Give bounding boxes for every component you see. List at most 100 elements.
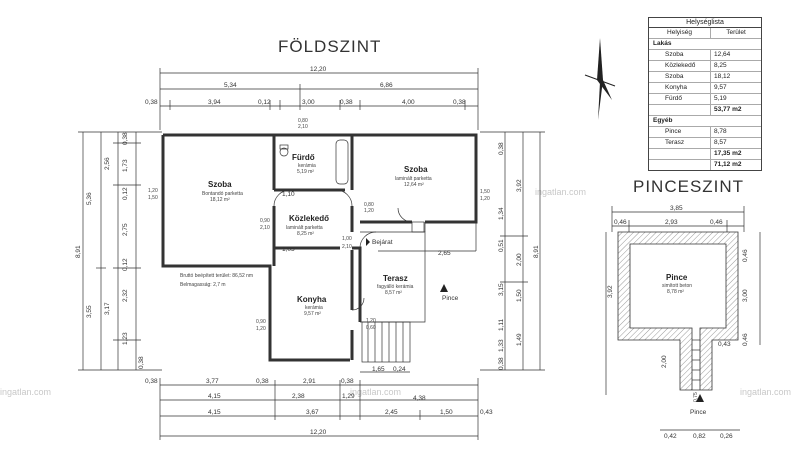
dim-bottom-r1-4: 0,38 bbox=[341, 378, 354, 385]
legend-row-name: Pince bbox=[649, 127, 711, 137]
dim-bottom-small-0: 1,65 bbox=[372, 366, 385, 373]
legend-row-area: 5,19 bbox=[714, 95, 727, 102]
dim-left-inner-0: 0,38 bbox=[122, 132, 129, 145]
legend-flat-total-row: 53,77 m2 bbox=[649, 105, 761, 116]
dim-right-inner-4: 1,11 bbox=[498, 318, 505, 331]
door-dim-3: 2,10 bbox=[260, 225, 270, 231]
entry-column bbox=[411, 221, 425, 233]
legend-other-total: 17,35 m2 bbox=[714, 150, 742, 157]
dim-left-total: 8,91 bbox=[75, 245, 82, 258]
basement-title: PINCESZINT bbox=[633, 177, 744, 196]
door-dim-10: 2,65 bbox=[438, 250, 451, 257]
svg-text:Bontandó parketta: Bontandó parketta bbox=[202, 191, 243, 197]
basement-dim-top2-0: 0,46 bbox=[614, 219, 627, 226]
svg-text:fagyálló kerámia: fagyálló kerámia bbox=[377, 284, 414, 290]
dim-bottom-r2-0: 4,15 bbox=[208, 393, 221, 400]
dim-top-r2-1: 3,94 bbox=[208, 99, 221, 106]
dim-left-inner-7: 0,38 bbox=[138, 356, 145, 369]
dim-left-inner-1: 1,73 bbox=[122, 159, 129, 172]
basement-dimension-lines bbox=[605, 206, 761, 431]
legend-blank bbox=[649, 160, 711, 170]
dim-top-r2-6: 0,38 bbox=[453, 99, 466, 106]
basement-dim-top: 3,85 bbox=[670, 205, 683, 212]
door-dim-6: 1,10 bbox=[282, 191, 295, 198]
watermark-right: ingatlan.com bbox=[535, 187, 586, 197]
room-szoba-right: Szoba laminált parketta 12,64 m² bbox=[395, 165, 432, 188]
basement-pince-label: Pince bbox=[690, 409, 707, 416]
svg-text:12,64 m²: 12,64 m² bbox=[404, 182, 424, 188]
legend-group-other: Egyéb bbox=[649, 116, 761, 127]
door-dim-12: 1,20 bbox=[364, 208, 374, 214]
door-dim-4: 1,20 bbox=[148, 188, 158, 194]
terrace-outline bbox=[360, 222, 477, 323]
basement-dim-left-1: 2,00 bbox=[661, 355, 668, 368]
svg-text:Konyha: Konyha bbox=[297, 295, 327, 304]
room-konyha: Konyha kerámia 9,57 m² bbox=[297, 295, 327, 317]
legend-row-name: Fürdő bbox=[649, 94, 711, 104]
legend-row-area: 12,64 bbox=[714, 51, 731, 58]
dimension-lines-top bbox=[159, 68, 479, 130]
svg-text:kerámia: kerámia bbox=[298, 163, 316, 169]
door-dim-18: 1,20 bbox=[256, 326, 266, 332]
legend-row-area: 8,78 bbox=[714, 128, 727, 135]
north-arrow-icon bbox=[584, 38, 616, 120]
dim-left-inner-6: 1,23 bbox=[122, 332, 129, 345]
dim-left-outer-0: 5,36 bbox=[86, 192, 93, 205]
door-dim-11: 0,80 bbox=[364, 202, 374, 208]
basement-stairs bbox=[692, 339, 700, 381]
dim-right-inner-0: 0,38 bbox=[498, 142, 505, 155]
door-dim-13: 1,50 bbox=[480, 189, 490, 195]
door-dim-0: 0,80 bbox=[298, 118, 308, 124]
dim-right-inner2-1: 1,50 bbox=[516, 289, 523, 302]
svg-text:18,12 m²: 18,12 m² bbox=[210, 197, 230, 203]
dim-bottom-r1-3: 2,91 bbox=[303, 378, 316, 385]
ground-floor-title: FÖLDSZINT bbox=[278, 37, 381, 56]
basement-dim-misc-0: 0,43 bbox=[718, 341, 731, 348]
dim-right-inner-1: 1,34 bbox=[498, 207, 505, 220]
basement-dim-right-0: 0,46 bbox=[742, 249, 749, 262]
door-dim-2: 0,90 bbox=[260, 218, 270, 224]
dim-top-r1-b: 6,86 bbox=[380, 82, 393, 89]
dim-bottom-r3-2: 2,45 bbox=[385, 409, 398, 416]
dim-right-inner2-0: 2,00 bbox=[516, 253, 523, 266]
room-terasz: Terasz fagyálló kerámia 8,57 m² bbox=[377, 274, 414, 296]
dim-top-r2-2: 0,12 bbox=[258, 99, 271, 106]
door-dim-17: 0,90 bbox=[256, 319, 266, 325]
legend-row-area: 8,57 bbox=[714, 139, 727, 146]
dim-bottom-r3-3: 1,50 bbox=[440, 409, 453, 416]
dim-left-inner-5: 2,32 bbox=[122, 289, 129, 302]
room-furdo: Fürdő kerámia 5,19 m² bbox=[292, 153, 316, 175]
room-list-legend: Helységlista Helyiség Terület Lakás Szob… bbox=[648, 17, 762, 171]
basement-dim-right-1: 3,00 bbox=[742, 289, 749, 302]
legend-blank bbox=[649, 149, 711, 159]
dims-left-text: 5,36 3,55 8,91 2,56 3,17 0,38 1,73 0,12 … bbox=[75, 132, 145, 369]
basement-dim-top2-2: 0,46 bbox=[710, 219, 723, 226]
svg-text:9,57 m²: 9,57 m² bbox=[304, 311, 321, 317]
dim-bottom-r2-1: 2,38 bbox=[292, 393, 305, 400]
legend-row-name: Terasz bbox=[649, 138, 711, 148]
svg-text:Terasz: Terasz bbox=[383, 274, 408, 283]
door-dim-1: 2,10 bbox=[298, 124, 308, 130]
dim-bottom-r3-1: 3,67 bbox=[306, 409, 319, 416]
dim-left-inner-4: 0,12 bbox=[122, 258, 129, 271]
dim-bottom-small-1: 0,24 bbox=[393, 366, 406, 373]
svg-text:Szoba: Szoba bbox=[404, 165, 428, 174]
dim-bottom-r2-2: 1,29 bbox=[342, 393, 355, 400]
basement-walls bbox=[617, 231, 739, 391]
dim-bottom-r1-5: 4,38 bbox=[413, 395, 426, 402]
svg-text:5,19 m²: 5,19 m² bbox=[297, 169, 314, 175]
dim-top-r2-5: 4,00 bbox=[402, 99, 415, 106]
legend-row-area: 18,12 bbox=[714, 73, 731, 80]
legend-title: Helységlista bbox=[649, 18, 761, 28]
svg-text:8,78 m²: 8,78 m² bbox=[667, 289, 684, 295]
svg-text:laminált parketta: laminált parketta bbox=[395, 176, 432, 182]
legend-flat-total: 53,77 m2 bbox=[714, 106, 742, 113]
legend-group-flat: Lakás bbox=[649, 39, 761, 50]
door-dim-5: 1,50 bbox=[148, 195, 158, 201]
basement-dim-top2-1: 2,93 bbox=[665, 219, 678, 226]
legend-row-name: Konyha bbox=[649, 83, 711, 93]
dimension-lines-right bbox=[480, 131, 545, 371]
entrance-arrow-icon bbox=[366, 238, 370, 246]
